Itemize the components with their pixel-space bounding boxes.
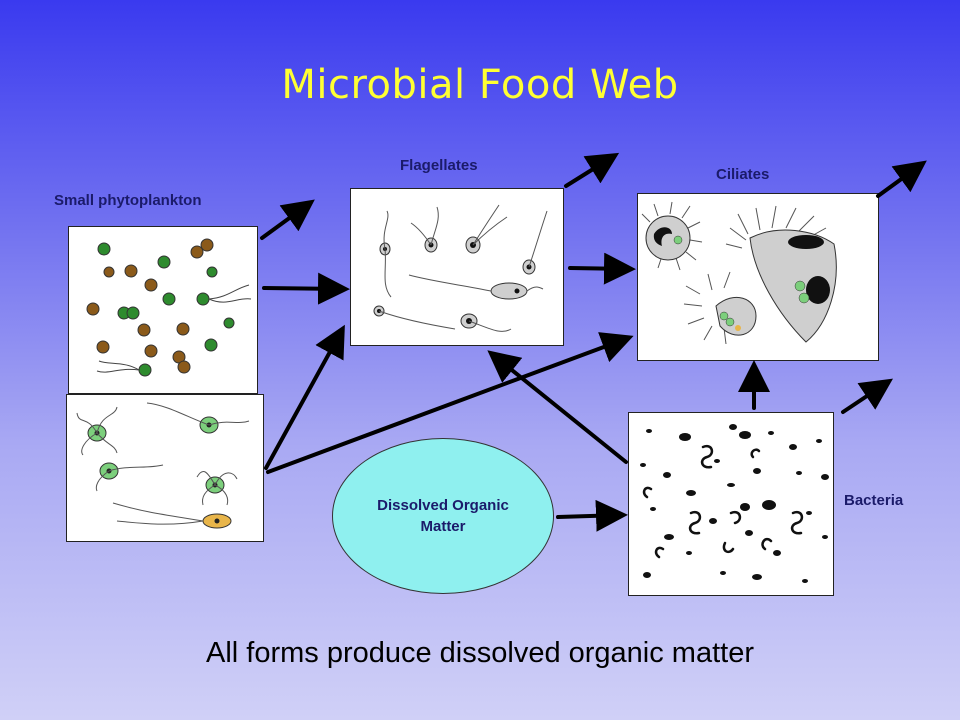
label-flagellates: Flagellates xyxy=(400,157,478,174)
arrow-ciliates-out xyxy=(876,160,927,198)
ciliates-panel xyxy=(637,193,879,361)
arrow-flagellated-phyto-to-flagellates xyxy=(264,324,345,470)
phytoplankton-illustration xyxy=(86,238,252,377)
ciliates-illustration xyxy=(641,201,837,345)
phytoplankton-panel xyxy=(68,226,258,394)
flagellated-phytoplankton-illustration xyxy=(76,402,250,529)
arrow-phytoplankton-to-flagellates xyxy=(262,272,350,305)
arrow-flagellates-to-ciliates xyxy=(568,252,636,285)
arrow-flagellates-out xyxy=(564,152,620,188)
arrow-bacteria-out xyxy=(841,378,893,414)
flagellates-illustration xyxy=(373,204,548,332)
label-ciliates: Ciliates xyxy=(716,166,770,183)
bacteria-panel xyxy=(628,412,834,596)
flagellated-phytoplankton-panel xyxy=(66,394,264,542)
arrow-bacteria-to-flagellates xyxy=(487,350,628,464)
bacteria-illustration xyxy=(640,424,829,583)
slide-caption: All forms produce dissolved organic matt… xyxy=(205,637,754,669)
label-small-phytoplankton: Small phytoplankton xyxy=(54,192,202,209)
dissolved-organic-matter-label: Dissolved Organic Matter xyxy=(377,497,509,535)
arrow-phytoplankton-out xyxy=(260,199,315,240)
dissolved-organic-matter-ellipse: Dissolved Organic Matter xyxy=(332,438,554,594)
label-bacteria: Bacteria xyxy=(844,492,904,509)
arrow-dom-to-bacteria xyxy=(556,499,628,532)
flagellates-panel xyxy=(350,188,564,346)
slide-title: Microbial Food Web xyxy=(281,62,679,108)
